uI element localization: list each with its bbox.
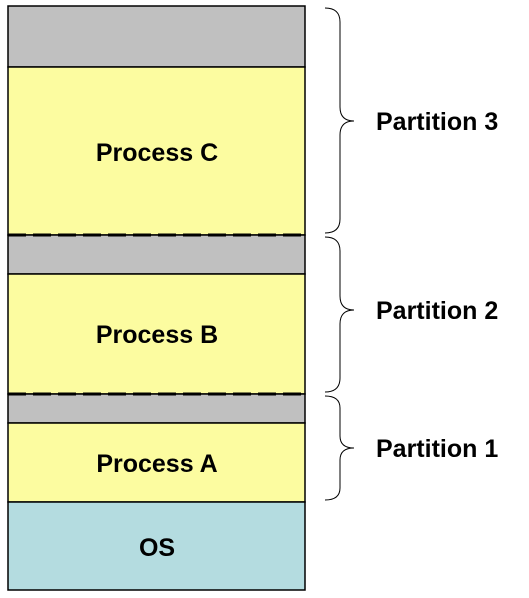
os-block xyxy=(7,501,306,591)
partition-3-label: Partition 3 xyxy=(376,108,498,136)
process-b-block xyxy=(7,273,306,395)
free-block-top xyxy=(7,5,306,68)
partition-2-label: Partition 2 xyxy=(376,297,498,325)
free-block-middle xyxy=(7,234,306,275)
partition-1-label: Partition 1 xyxy=(376,435,498,463)
partition-3-brace xyxy=(324,7,355,234)
os-label: OS xyxy=(139,534,175,562)
process-b-label: Process B xyxy=(96,321,218,349)
process-c-block xyxy=(7,66,306,236)
process-a-label: Process A xyxy=(96,450,217,478)
partition-1-brace xyxy=(324,395,355,501)
process-a-block xyxy=(7,422,306,503)
free-block-lower xyxy=(7,393,306,424)
partition-2-brace xyxy=(324,236,355,393)
process-c-label: Process C xyxy=(96,139,218,167)
